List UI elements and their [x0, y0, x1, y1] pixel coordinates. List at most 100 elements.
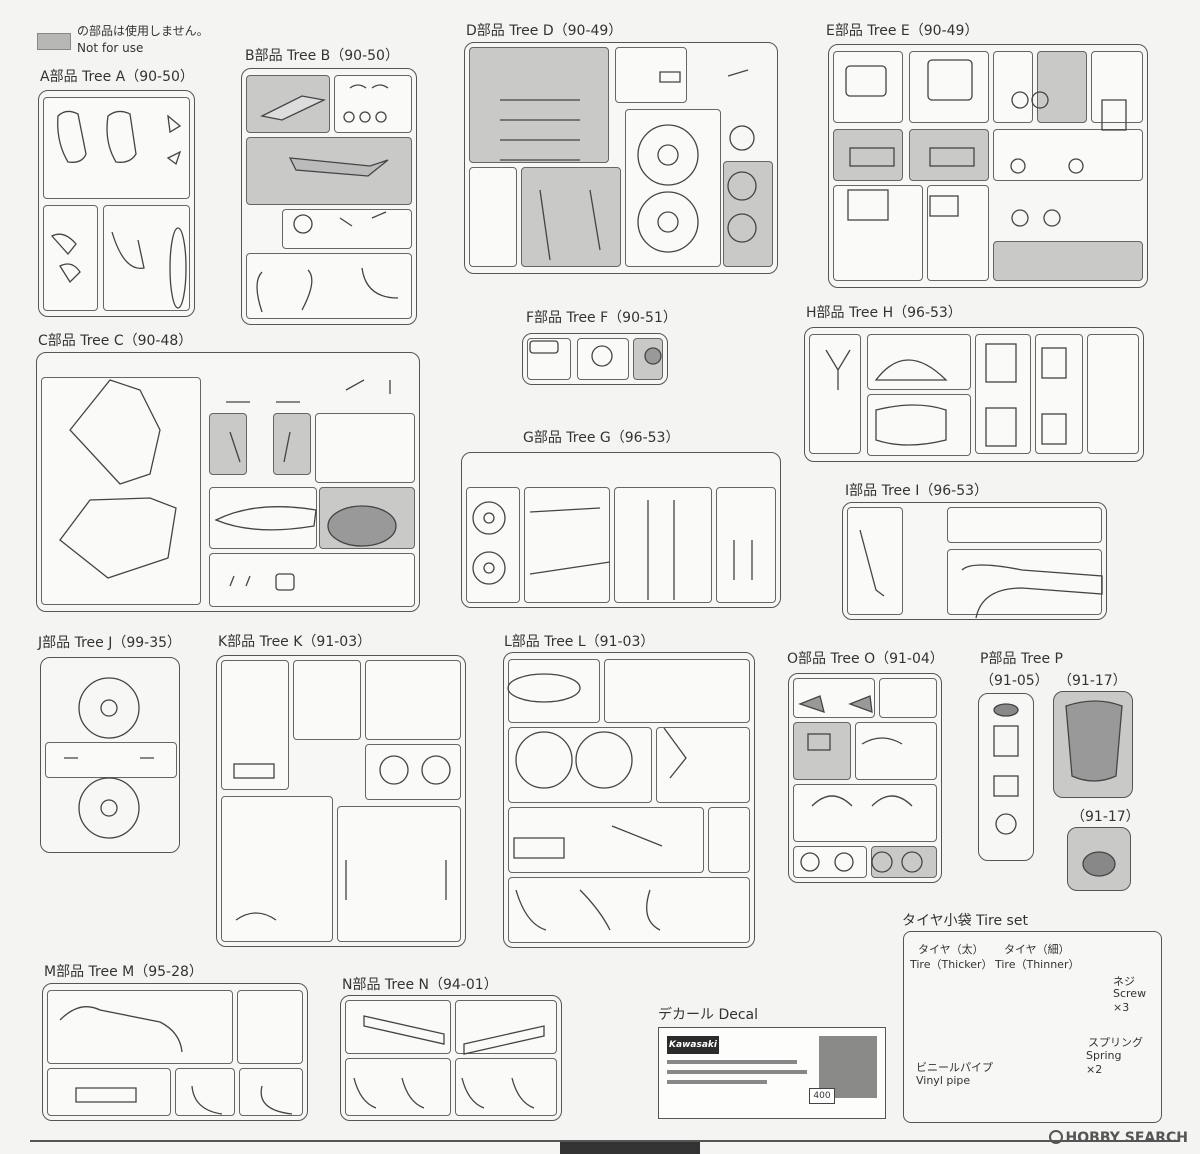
- tree-c-frame: [36, 352, 420, 612]
- tree-g-frame: [461, 452, 781, 608]
- tree-h-cell: [1087, 334, 1139, 454]
- tree-i-cell: [947, 507, 1102, 543]
- tree-e-cell-gray: [833, 129, 903, 181]
- tree-l-cell: [508, 659, 600, 723]
- tree-p-frame-2: [1053, 691, 1133, 798]
- tree-i-cell: [947, 549, 1102, 615]
- tree-d-cell-gray: [723, 161, 773, 267]
- tree-k-cell: [337, 806, 461, 942]
- tree-c-cell: [41, 377, 201, 605]
- tree-o-cell: [793, 784, 937, 842]
- tree-g-label: G部品 Tree G（96-53）: [523, 430, 680, 446]
- tire-thin-jp: タイヤ（細）: [1004, 943, 1070, 956]
- tree-m-cell: [239, 1068, 303, 1116]
- tree-b-cell-gray: [246, 137, 412, 205]
- tree-e-cell-gray: [1037, 51, 1087, 123]
- screw-en: Screw: [1113, 987, 1147, 1000]
- tree-k-cell: [221, 660, 289, 790]
- tree-n-cell: [345, 1058, 451, 1116]
- tree-h-cell: [975, 334, 1031, 454]
- tree-d-cell: [625, 109, 721, 267]
- tree-m-frame: [42, 983, 308, 1121]
- tree-c-cell-gray: [209, 413, 247, 475]
- tree-l-cell: [508, 727, 652, 803]
- tree-e-cell: [993, 129, 1143, 181]
- tree-g-cell: [614, 487, 712, 603]
- tree-d-frame: [464, 42, 778, 274]
- tree-b-label: B部品 Tree B（90-50）: [245, 48, 399, 64]
- decal-label: デカール Decal: [658, 1007, 759, 1023]
- tree-l-frame: [503, 652, 755, 948]
- tree-c-cell-gray: [273, 413, 311, 475]
- tree-f-cell: [527, 338, 571, 380]
- tree-p-frame-3: [1067, 827, 1131, 891]
- tree-n-frame: [340, 995, 562, 1121]
- tree-k-cell: [221, 796, 333, 942]
- tree-h-label: H部品 Tree H（96-53）: [806, 305, 962, 321]
- tree-k-frame: [216, 655, 466, 947]
- screw-jp: ネジ: [1113, 975, 1135, 988]
- tree-n-label: N部品 Tree N（94-01）: [342, 977, 498, 993]
- tree-d-cell-gray: [521, 167, 621, 267]
- tire-thin-en: Tire（Thinner）: [995, 958, 1080, 971]
- spring-jp: スプリング: [1088, 1036, 1143, 1049]
- tree-o-cell: [855, 722, 937, 780]
- tree-j-label: J部品 Tree J（99-35）: [38, 635, 182, 651]
- decal-stripe: [667, 1060, 797, 1064]
- tree-e-cell: [833, 51, 903, 123]
- tree-d-cell-gray: [469, 47, 609, 163]
- tree-d-cell: [469, 167, 517, 267]
- decal-sheet: Kawasaki 400: [658, 1027, 886, 1119]
- tree-a-cell: [43, 97, 190, 199]
- footer-heading-band: [560, 1142, 700, 1154]
- tree-l-cell: [508, 877, 750, 943]
- screw-qty: ×3: [1113, 1001, 1130, 1014]
- tree-e-cell: [993, 51, 1033, 123]
- decal-stripe: [667, 1080, 767, 1084]
- tree-p-code-3: （91-17）: [1071, 809, 1140, 825]
- tree-i-frame: [842, 502, 1107, 620]
- tree-m-cell: [47, 990, 233, 1064]
- tree-h-cell: [809, 334, 861, 454]
- tree-o-cell-gray: [871, 846, 937, 878]
- tree-d-label: D部品 Tree D（90-49）: [466, 23, 623, 39]
- hobbysearch-logo-icon: [1048, 1130, 1063, 1144]
- tree-g-cell: [716, 487, 776, 603]
- spring-qty: ×2: [1086, 1063, 1103, 1076]
- tree-m-label: M部品 Tree M（95-28）: [44, 964, 203, 980]
- tire-set-label: タイヤ小袋 Tire set: [902, 913, 1028, 929]
- tree-g-cell: [466, 487, 520, 603]
- tree-e-cell-gray: [993, 241, 1143, 281]
- spring-en: Spring: [1086, 1049, 1122, 1062]
- tree-c-cell: [209, 487, 317, 549]
- decal-stripe: [667, 1070, 807, 1074]
- tree-a-label: A部品 Tree A（90-50）: [40, 69, 194, 85]
- tree-j-frame: [40, 657, 180, 853]
- tree-b-cell: [282, 209, 412, 249]
- vinyl-pipe-en: Vinyl pipe: [916, 1074, 971, 1087]
- tree-n-cell: [455, 1058, 557, 1116]
- footer-rule: [30, 1140, 1180, 1142]
- tree-l-cell: [656, 727, 750, 803]
- decal-number-plate: 400: [809, 1088, 835, 1104]
- tree-b-cell: [246, 253, 412, 319]
- tree-m-cell: [47, 1068, 171, 1116]
- tree-f-cell: [577, 338, 629, 380]
- tree-o-frame: [788, 673, 942, 883]
- tree-l-label: L部品 Tree L（91-03）: [504, 634, 655, 650]
- tire-set-box: [903, 931, 1162, 1123]
- vinyl-pipe-jp: ビニールパイプ: [916, 1061, 993, 1074]
- watermark-text: HOBBY SEARCH: [1065, 1130, 1188, 1146]
- tree-b-cell: [334, 75, 412, 133]
- tree-e-label: E部品 Tree E（90-49）: [826, 23, 979, 39]
- tree-l-cell: [708, 807, 750, 873]
- tree-p-code-2: （91-17）: [1058, 673, 1127, 689]
- tree-n-cell: [455, 1000, 557, 1054]
- tree-p-code-1: （91-05）: [980, 673, 1049, 689]
- tree-h-cell: [867, 334, 971, 390]
- legend-jp: の部品は使用しません。: [77, 24, 209, 38]
- tree-e-frame: [828, 44, 1148, 288]
- tree-o-cell: [793, 846, 867, 878]
- tree-o-cell: [793, 678, 875, 718]
- tree-o-cell-gray: [793, 722, 851, 780]
